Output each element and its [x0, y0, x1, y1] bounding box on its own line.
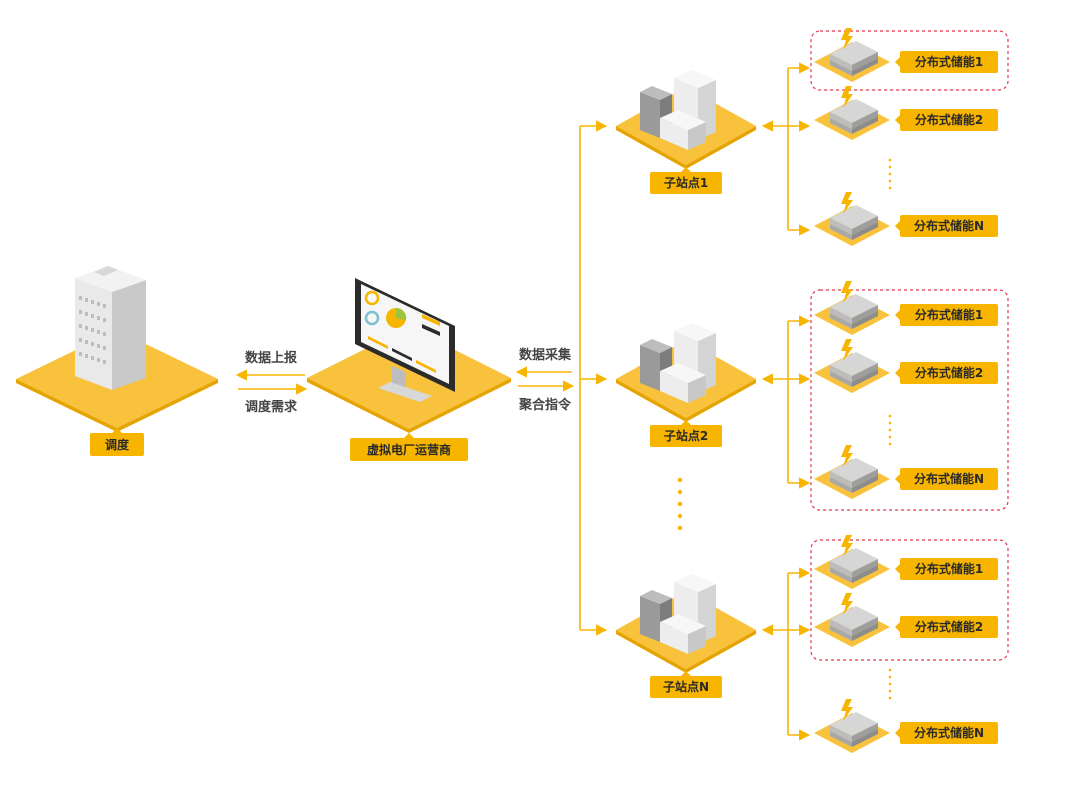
- ellipsis-dots-small: [888, 158, 892, 700]
- operator-label-text: 虚拟电厂运营商: [367, 442, 451, 457]
- storage-label-text: 分布式储能1: [915, 307, 983, 322]
- storage-unit: 分布式储能2: [814, 86, 998, 140]
- storage-group-1: [810, 30, 1009, 91]
- connectors: [235, 62, 811, 741]
- ellipsis-dots: [677, 477, 683, 531]
- flow-demand-label: 调度需求: [245, 399, 298, 415]
- storage-label: 分布式储能2: [895, 362, 998, 384]
- flow-upload-label: 数据上报: [245, 350, 298, 366]
- operator-node: 虚拟电厂运营商: [307, 278, 511, 461]
- storage-unit: 分布式储能1: [814, 281, 998, 335]
- storage-label-text: 分布式储能2: [915, 112, 983, 127]
- storage-label: 分布式储能N: [895, 722, 998, 744]
- flow-collect-label: 数据采集: [519, 347, 572, 363]
- storage-label: 分布式储能1: [895, 304, 998, 326]
- storage-label: 分布式储能1: [895, 51, 998, 73]
- storage-unit: 分布式储能N: [814, 699, 998, 753]
- flow-command-label: 聚合指令: [518, 397, 572, 413]
- substation-label-text: 子站点1: [664, 175, 708, 190]
- substation-label: 子站点1: [650, 167, 722, 194]
- battery-rack-icon: [830, 28, 878, 76]
- storage-label: 分布式储能1: [895, 558, 998, 580]
- storage-label: 分布式储能2: [895, 109, 998, 131]
- storage-group-2: [810, 289, 1009, 511]
- battery-rack-icon: [830, 535, 878, 583]
- storage-label-text: 分布式储能2: [915, 365, 983, 380]
- substation-node: 子站点1: [616, 70, 756, 194]
- storage-label-text: 分布式储能N: [914, 471, 984, 486]
- substation-label: 子站点2: [650, 420, 722, 447]
- substation-label: 子站点N: [650, 671, 722, 698]
- battery-rack-icon: [830, 445, 878, 493]
- battery-rack-icon: [830, 192, 878, 240]
- monitor-icon: [355, 278, 455, 402]
- operator-label: 虚拟电厂运营商: [350, 433, 468, 461]
- battery-rack-icon: [830, 281, 878, 329]
- storage-label: 分布式储能N: [895, 215, 998, 237]
- storage-label-text: 分布式储能N: [914, 725, 984, 740]
- battery-rack-icon: [830, 699, 878, 747]
- dispatch-label-text: 调度: [105, 437, 130, 452]
- storage-unit: 分布式储能N: [814, 445, 998, 499]
- substation-label-text: 子站点N: [663, 679, 709, 694]
- battery-rack-icon: [830, 86, 878, 134]
- storage-unit: 分布式储能2: [814, 593, 998, 647]
- battery-rack-icon: [830, 339, 878, 387]
- office-tower-icon: [75, 266, 146, 390]
- storage-label: 分布式储能N: [895, 468, 998, 490]
- substation-label-text: 子站点2: [664, 428, 708, 443]
- dispatch-label: 调度: [90, 428, 144, 456]
- substation-node: 子站点N: [616, 574, 756, 698]
- substation-buildings-icon: [640, 323, 716, 403]
- storage-unit: 分布式储能N: [814, 192, 998, 246]
- storage-label-text: 分布式储能1: [915, 54, 983, 69]
- storage-label-text: 分布式储能2: [915, 619, 983, 634]
- storage-label-text: 分布式储能N: [914, 218, 984, 233]
- substation-node: 子站点2: [616, 323, 756, 447]
- storage-unit: 分布式储能1: [814, 28, 998, 82]
- battery-rack-icon: [830, 593, 878, 641]
- storage-group-3: [810, 539, 1009, 661]
- storage-unit: 分布式储能1: [814, 535, 998, 589]
- storage-label: 分布式储能2: [895, 616, 998, 638]
- dispatch-node: 调度: [16, 266, 218, 456]
- substation-buildings-icon: [640, 574, 716, 654]
- storage-unit: 分布式储能2: [814, 339, 998, 393]
- substation-buildings-icon: [640, 70, 716, 150]
- storage-label-text: 分布式储能1: [915, 561, 983, 576]
